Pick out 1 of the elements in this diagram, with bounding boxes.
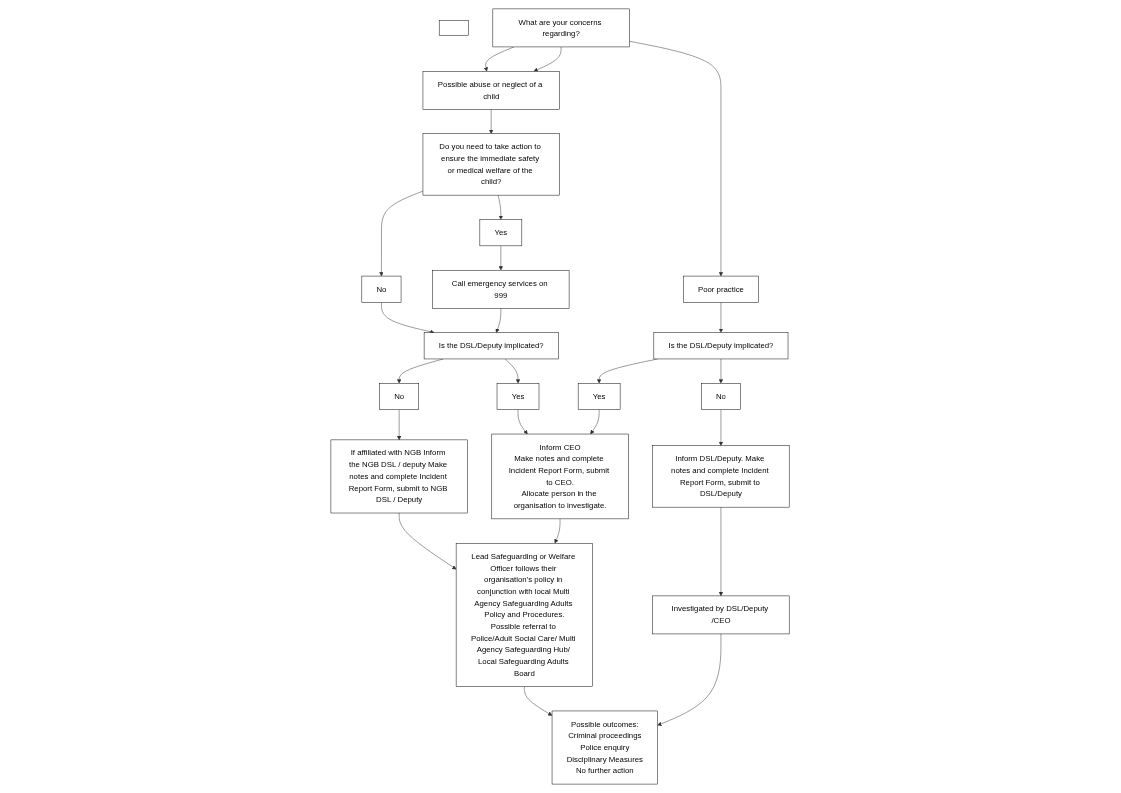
node-box	[439, 20, 470, 36]
